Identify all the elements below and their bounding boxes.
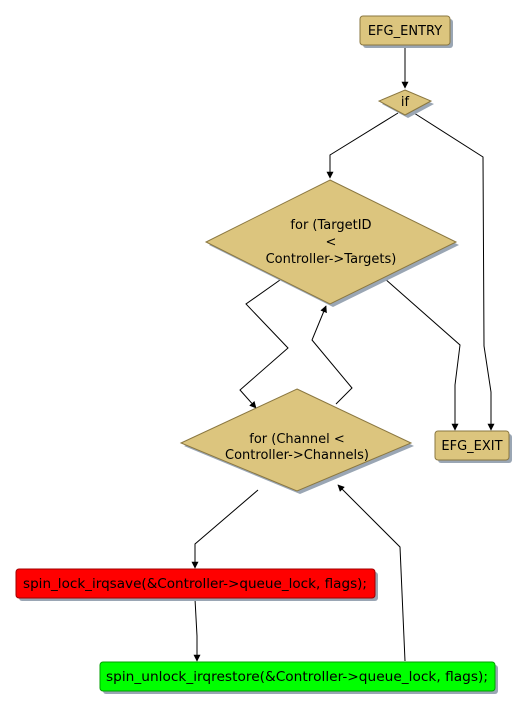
node-efg-exit: EFG_EXIT (434, 430, 512, 463)
for-target-line-2: < (326, 235, 337, 250)
edge-unlock-loop-back (337, 484, 406, 662)
edge-for-target-to-for-channel (239, 279, 289, 409)
node-efg-entry: EFG_ENTRY (359, 15, 453, 48)
edge-for-channel-loop-back (311, 305, 353, 405)
node-for-channel: for (Channel < Controller->Channels) (179, 388, 414, 494)
for-target-line-1: for (TargetID (290, 218, 371, 233)
node-spin-lock: spin_lock_irqsave(&Controller->queue_loc… (15, 568, 378, 601)
if-label: if (401, 95, 410, 110)
edge-for-channel-to-lock (191, 489, 259, 569)
for-target-line-3: Controller->Targets) (266, 252, 397, 267)
efg-exit-label: EFG_EXIT (441, 439, 502, 454)
spin-lock-label: spin_lock_irqsave(&Controller->queue_loc… (23, 577, 367, 592)
node-for-target: for (TargetID < Controller->Targets) (204, 179, 459, 307)
efg-entry-label: EFG_ENTRY (368, 24, 442, 39)
for-channel-line-2: Controller->Channels) (225, 448, 369, 463)
node-spin-unlock: spin_unlock_irqrestore(&Controller->queu… (99, 661, 498, 694)
for-channel-line-1: for (Channel < (249, 432, 344, 447)
edge-if-to-for-target (326, 112, 399, 179)
edge-if-to-exit (413, 112, 495, 431)
edge-lock-to-unlock (193, 598, 201, 662)
node-if: if (377, 89, 434, 118)
spin-unlock-label: spin_unlock_irqrestore(&Controller->queu… (106, 670, 488, 685)
edge-for-target-to-exit (383, 277, 461, 431)
